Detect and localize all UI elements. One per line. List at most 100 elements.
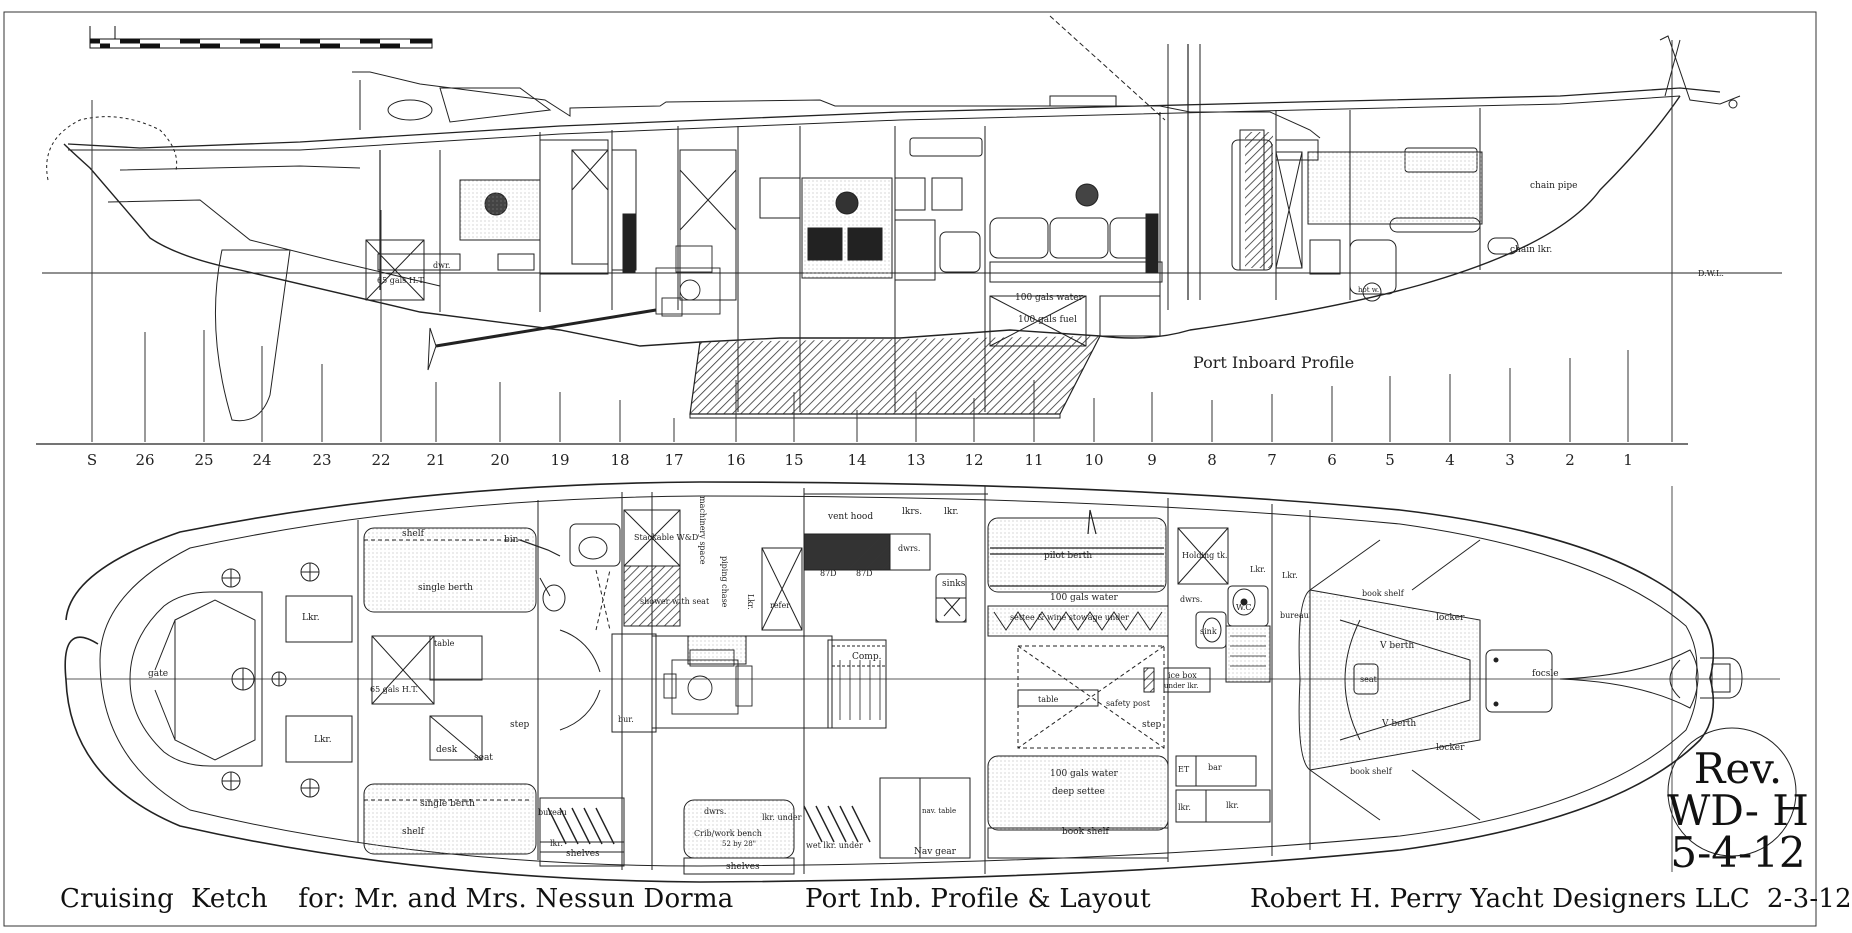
station-number: 26 (135, 451, 154, 469)
label-dwrs-aft: dwrs. (704, 807, 726, 816)
label-v-berth-port: V berth (1381, 719, 1416, 729)
station-number: 9 (1147, 451, 1157, 469)
v-berth-outline (1298, 589, 1481, 771)
label-lkr-port-1: lkr. (1178, 803, 1191, 812)
label-settee-stbd: settee & wine stowage under (1010, 613, 1129, 622)
label-machinery-space: machinery space (698, 496, 707, 565)
title-vessel-client: Cruising Ketch for: Mr. and Mrs. Nessun … (60, 884, 734, 914)
label-shelf-stbd: shelf (402, 529, 425, 539)
station-number: 7 (1267, 451, 1277, 469)
label-water-stbd: 100 gals water (1050, 593, 1119, 603)
station-number: 12 (964, 451, 983, 469)
label-lkrs: lkrs. (902, 507, 922, 517)
station-number: 11 (1024, 451, 1043, 469)
label-book-shelf-salon: book shelf (1062, 827, 1110, 837)
station-number: 1 (1623, 451, 1633, 469)
label-pilot-berth: pilot berth (1044, 551, 1092, 561)
label-lkr-vertical: Lkr. (746, 594, 755, 610)
label-table-aft: table (434, 639, 455, 648)
sheet-border (3, 11, 1817, 927)
station-number: S (87, 451, 97, 469)
title-client: for: Mr. and Mrs. Nessun Dorma (298, 884, 734, 914)
label-water-port: 100 gals water (1050, 769, 1119, 779)
label-crib: Crib/work bench (694, 829, 762, 838)
station-number: 3 (1505, 451, 1515, 469)
label-chain-pipe: chain pipe (1530, 181, 1577, 191)
station-number: 16 (726, 451, 745, 469)
label-lkr-port-2: lkr. (1226, 801, 1239, 810)
station-number: 6 (1327, 451, 1337, 469)
label-bin: bin (504, 535, 519, 545)
station-number: 4 (1445, 451, 1455, 469)
winch-icons (221, 562, 320, 798)
label-lkr-under: lkr. under (762, 813, 802, 822)
label-safety-post: safety post (1106, 699, 1151, 708)
label-lkr-head: Lkr. (1250, 565, 1266, 574)
station-number: 23 (312, 451, 331, 469)
label-shelves-1: shelves (566, 849, 600, 859)
label-step-aft: step (510, 720, 530, 730)
label-87d-b: 87D (856, 569, 873, 578)
label-bar: bar (1208, 763, 1222, 772)
label-shelves-2: shelves (726, 862, 760, 872)
label-lkr-head-2: Lkr. (1282, 571, 1298, 580)
label-wc: W.C. (1236, 603, 1254, 612)
label-lkr-aft-port: Lkr. (314, 735, 332, 745)
label-desk: desk (436, 745, 458, 755)
label-ice-box: ice box (1168, 671, 1197, 680)
hull-outline-plan (64, 481, 1715, 883)
station-ticks (91, 40, 1673, 442)
revision-circle (1667, 727, 1797, 857)
title-vessel: Cruising Ketch (60, 884, 268, 914)
label-lkr-aft-stbd: Lkr. (302, 613, 320, 623)
label-holding-tank-profile: 65 gals H.T. (377, 276, 425, 285)
label-holding-tank: Holding tk. (1182, 551, 1227, 560)
label-water-profile: 100 gals water (1015, 293, 1084, 303)
label-holding-tank-plan: 65 gals H.T. (370, 685, 418, 694)
rudder (214, 249, 291, 422)
station-number: 22 (371, 451, 390, 469)
label-bureau-fwd: bureau (1280, 611, 1309, 620)
label-locker-stbd: locker (1436, 613, 1465, 623)
revision-label: Rev. (1693, 744, 1783, 793)
station-number: 10 (1084, 451, 1103, 469)
label-book-shelf-fwd-port: book shelf (1350, 767, 1393, 776)
station-number: 24 (252, 451, 271, 469)
label-sinks: sinks (942, 579, 966, 589)
title-designer: Robert H. Perry Yacht Designers LLC 2-3-… (1250, 884, 1852, 914)
label-locker-port: locker (1436, 743, 1465, 753)
label-vent-hood: vent hood (827, 512, 873, 522)
label-step-fwd: step (1142, 720, 1162, 730)
station-number: 25 (194, 451, 213, 469)
station-number: 2 (1565, 451, 1575, 469)
label-single-berth-port: single berth (420, 799, 475, 809)
label-book-shelf-fwd-stbd: book shelf (1362, 589, 1405, 598)
revision-date: 5-4-12 (1670, 828, 1806, 877)
label-nav-gear: Nav gear (914, 847, 957, 857)
plan-labels: gate Lkr. Lkr. shelf bin single berth ta… (148, 496, 1559, 872)
label-single-berth-stbd: single berth (418, 583, 473, 593)
station-number: 13 (906, 451, 925, 469)
label-piping-chase: piping chase (720, 556, 729, 608)
label-wet-locker: wet lkr. under (806, 841, 863, 850)
label-fuel-profile: 100 gals fuel (1018, 315, 1077, 325)
revision-stamp: Rev. WD- H 5-4-12 (1663, 748, 1813, 874)
label-seat-aft: seat (474, 753, 493, 763)
label-washer-dryer: Stackable W&D (634, 533, 698, 542)
label-deep-settee: deep settee (1052, 787, 1105, 797)
station-number: 18 (610, 451, 629, 469)
label-bur: bur. (618, 715, 634, 724)
prop-shaft (435, 308, 657, 348)
station-number: 5 (1385, 451, 1395, 469)
label-table-salon: table (1038, 695, 1059, 704)
sheerline (67, 87, 1721, 149)
engine-profile (655, 245, 721, 317)
label-v-berth-stbd: V berth (1379, 641, 1414, 651)
station-number: 8 (1207, 451, 1217, 469)
label-bureau-aft: bureau (538, 808, 567, 817)
title-drawing: Port Inb. Profile & Layout (805, 884, 1151, 914)
station-number: 21 (426, 451, 445, 469)
label-under-lkr: under lkr. (1164, 682, 1199, 690)
inboard-profile (36, 15, 1782, 445)
